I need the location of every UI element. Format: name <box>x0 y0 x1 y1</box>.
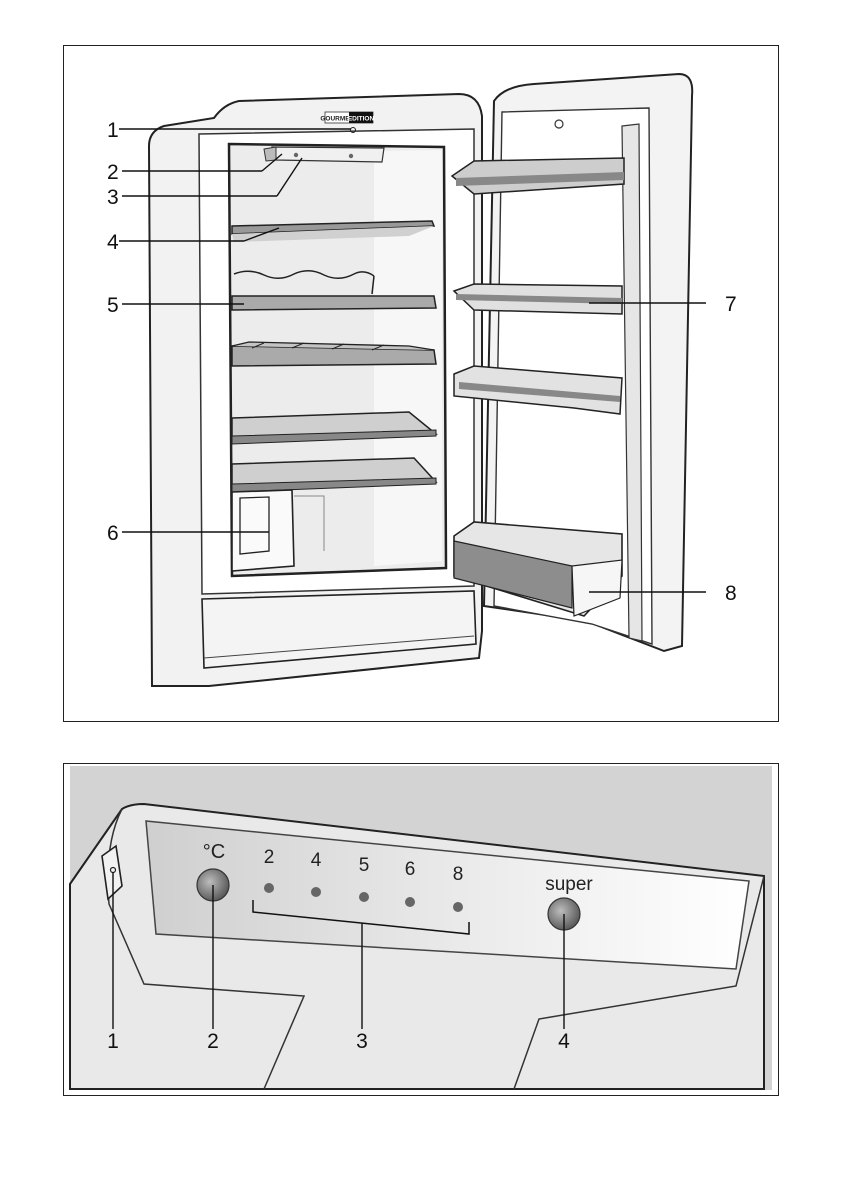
indicator-dot-2 <box>264 883 274 893</box>
fridge-illustration: GOURMET EDITION <box>64 46 780 723</box>
scale-label-8: 8 <box>453 864 464 885</box>
callout-7: 7 <box>725 293 737 316</box>
mini-control-panel <box>272 147 384 162</box>
panel-callout-3: 3 <box>356 1030 368 1053</box>
panel-callout-1: 1 <box>107 1030 119 1053</box>
super-label: super <box>545 874 593 895</box>
scale-label-2: 2 <box>264 847 275 868</box>
indicator-dot-5 <box>359 892 369 902</box>
celsius-label: °C <box>203 841 225 863</box>
panel-callout-2: 2 <box>207 1030 219 1053</box>
callout-3: 3 <box>107 186 119 209</box>
callout-4: 4 <box>107 231 119 254</box>
shelf-2 <box>232 296 436 310</box>
panel-callout-4: 4 <box>558 1030 570 1053</box>
callout-2: 2 <box>107 161 119 184</box>
fridge-diagram-panel: GOURMET EDITION <box>63 45 779 722</box>
scale-label-4: 4 <box>311 850 322 871</box>
scale-label-5: 5 <box>359 855 370 876</box>
scale-label-6: 6 <box>405 859 416 880</box>
door-shelf-2 <box>454 284 622 314</box>
bottle-compartment <box>232 490 294 571</box>
brand-text-edition: EDITION <box>348 116 375 123</box>
callout-1: 1 <box>107 119 119 142</box>
callout-6: 6 <box>107 522 119 545</box>
control-panel-diagram: °C 2 4 5 6 8 super 1 2 3 4 <box>63 763 779 1096</box>
control-panel-illustration: °C 2 4 5 6 8 super 1 2 3 4 <box>64 764 780 1097</box>
indicator-dot-8 <box>453 902 463 912</box>
indicator-dot-6 <box>405 897 415 907</box>
indicator-dot-4 <box>311 887 321 897</box>
callout-8: 8 <box>725 582 737 605</box>
callout-5: 5 <box>107 294 119 317</box>
